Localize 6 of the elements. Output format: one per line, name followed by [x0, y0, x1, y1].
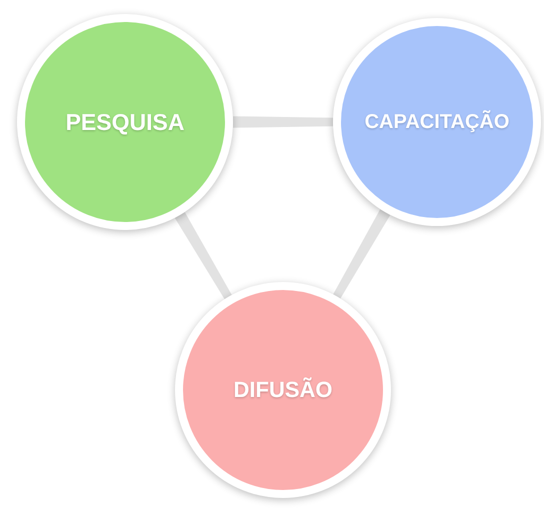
circle-label: DIFUSÃO: [234, 377, 332, 403]
circle-label: CAPACITAÇÃO: [364, 110, 510, 134]
connector-line: [174, 212, 232, 300]
connector-line: [233, 116, 333, 128]
circle-label: PESQUISA: [66, 108, 184, 136]
connector-line: [333, 209, 390, 298]
